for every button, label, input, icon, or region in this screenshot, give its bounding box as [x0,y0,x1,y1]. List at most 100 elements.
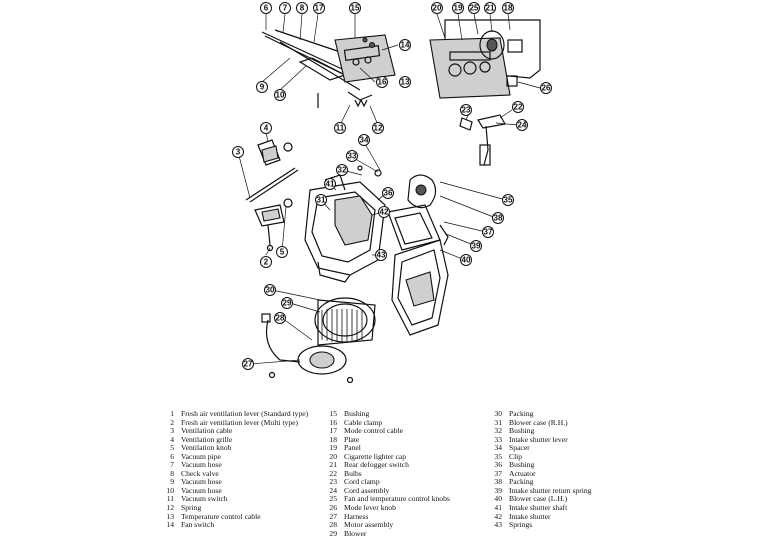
svg-text:28: 28 [276,314,285,323]
legend-item-number: 13 [166,511,174,521]
legend-item-label: Harness [344,511,369,521]
callout-20: 20 [431,2,443,14]
callout-41: 41 [324,178,336,190]
svg-text:13: 13 [401,78,410,87]
svg-text:29: 29 [283,299,292,308]
legend-item-number: 35 [494,451,502,461]
legend-item-label: Springs [509,520,533,530]
callout-22: 22 [512,101,524,113]
legend-item: 42 Intake shutter [488,511,591,522]
callout-7: 7 [279,2,291,14]
svg-text:30: 30 [266,286,275,295]
callout-31: 31 [315,194,327,206]
legend-item-number: 42 [494,511,502,521]
control-lever-assembly [261,29,396,108]
legend-item-label: Intake shutter [509,511,551,521]
legend-item-number: 8 [170,468,174,478]
svg-text:27: 27 [244,360,253,369]
blower-motor-assembly [261,297,376,384]
legend-item-label: Temperature control cable [181,511,261,521]
legend-item-number: 29 [329,528,337,538]
legend-item-number: 6 [170,451,174,461]
svg-text:37: 37 [484,228,493,237]
svg-text:42: 42 [380,208,389,217]
callout-19: 19 [452,2,464,14]
legend-item-label: Ventilation grille [181,434,233,444]
svg-text:10: 10 [276,91,285,100]
svg-text:6: 6 [264,4,269,13]
svg-text:12: 12 [374,124,383,133]
legend-item-number: 16 [329,417,337,427]
svg-text:17: 17 [315,4,324,13]
callout-23: 23 [460,104,472,116]
legend-item-label: Actuator [509,468,536,478]
callout-14: 14 [399,39,411,51]
legend-item-label: Packing [509,409,534,418]
legend-item-label: Vacuum hose [181,477,222,487]
legend-item-label: Intake shutter shaft [509,503,568,513]
callout-43: 43 [375,249,387,261]
legend-item-number: 21 [329,460,337,470]
svg-text:23: 23 [462,106,471,115]
legend-item-label: Bushing [509,460,535,470]
legend-item-label: Blower case (R.H.) [509,417,568,427]
legend-item-number: 24 [329,485,337,495]
legend-item: 43 Springs [488,521,591,530]
svg-text:3: 3 [236,148,241,157]
legend-item-label: Plate [344,434,360,444]
legend-item: 13 Temperature control cable [160,511,308,522]
legend-item-label: Blower case (L.H.) [509,494,568,504]
legend-item: 37 Actuator [488,468,591,479]
callout-25: 25 [468,2,480,14]
callout-30: 30 [264,284,276,296]
legend-item-number: 43 [494,520,502,530]
callout-13: 13 [399,76,411,88]
callout-8: 8 [296,2,308,14]
callout-32: 32 [336,164,348,176]
svg-text:16: 16 [378,78,387,87]
callout-15: 15 [349,2,361,14]
legend-item-number: 9 [170,477,174,487]
callout-37: 37 [482,226,494,238]
legend-item-number: 34 [494,443,502,453]
callout-34: 34 [358,134,370,146]
callout-28: 28 [274,312,286,324]
svg-text:36: 36 [384,189,393,198]
legend-item-number: 2 [170,417,174,427]
callout-26: 26 [540,82,552,94]
legend-item-label: Fresh air ventilation lever (Standard ty… [181,409,309,418]
legend-item-number: 20 [329,451,337,461]
legend-item: 34 Spacer [488,444,591,453]
svg-text:4: 4 [264,124,269,133]
legend-item-number: 22 [329,468,337,478]
legend-item-number: 12 [166,503,174,513]
legend-item-label: Intake shutter return spring [509,485,592,495]
legend-item-label: Spacer [509,443,530,453]
svg-text:24: 24 [518,121,527,130]
callout-39: 39 [470,240,482,252]
svg-text:11: 11 [336,124,345,133]
callout-24: 24 [516,119,528,131]
legend-item-label: Fan switch [181,520,215,530]
callout-2: 2 [260,256,272,268]
legend-item-number: 28 [329,520,337,530]
svg-text:43: 43 [377,251,386,260]
legend-item-number: 37 [494,468,502,478]
callout-29: 29 [281,297,293,309]
